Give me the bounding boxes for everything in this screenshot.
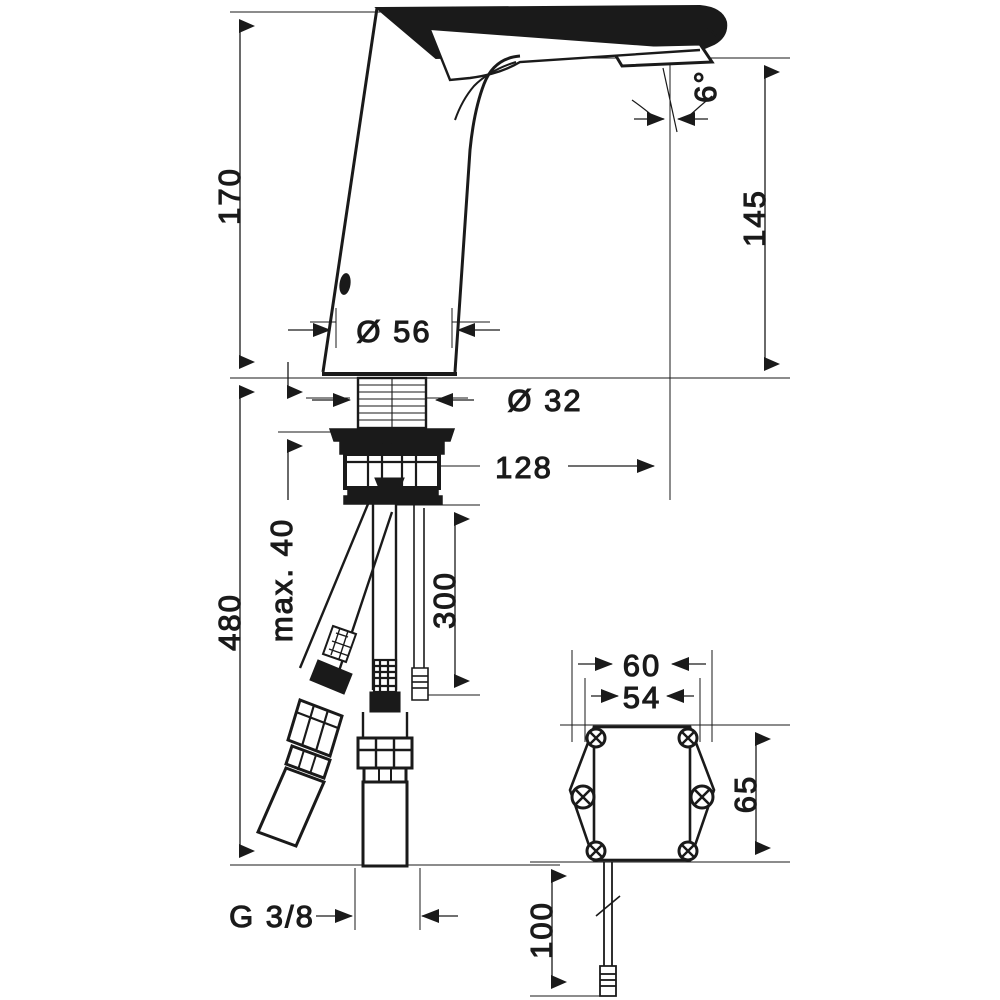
dimension-100 <box>530 861 600 997</box>
dimension-d56 <box>288 308 500 348</box>
dimension-max40-label: max. 40 <box>264 518 299 642</box>
mounting-hardware <box>328 428 456 505</box>
fasteners <box>570 727 715 862</box>
threaded-shank <box>356 376 428 430</box>
dimension-6deg-label: 6° <box>688 69 723 103</box>
dimension-d56-label: Ø 56 <box>356 314 431 349</box>
dimension-60-label: 60 <box>623 648 661 683</box>
power-cable <box>595 862 621 997</box>
supply-hoses <box>255 503 429 868</box>
dimension-65-label: 65 <box>728 775 763 813</box>
dimension-54-label: 54 <box>623 680 661 715</box>
dimension-g38-label: G 3/8 <box>229 899 315 934</box>
dimension-145-label: 145 <box>737 189 772 247</box>
dimension-d32-label: Ø 32 <box>507 383 582 418</box>
dimension-300-label: 300 <box>427 571 462 629</box>
dimension-6deg <box>631 65 713 500</box>
extension-lines <box>230 11 790 930</box>
dimension-128-label: 128 <box>495 450 553 485</box>
dimension-480-label: 480 <box>212 593 247 651</box>
dimension-170-label: 170 <box>212 167 247 225</box>
faucet-side-elevation <box>321 4 728 376</box>
power-box-detail-view: 60 54 65 100 <box>523 647 771 997</box>
dimension-100-label: 100 <box>524 901 559 959</box>
